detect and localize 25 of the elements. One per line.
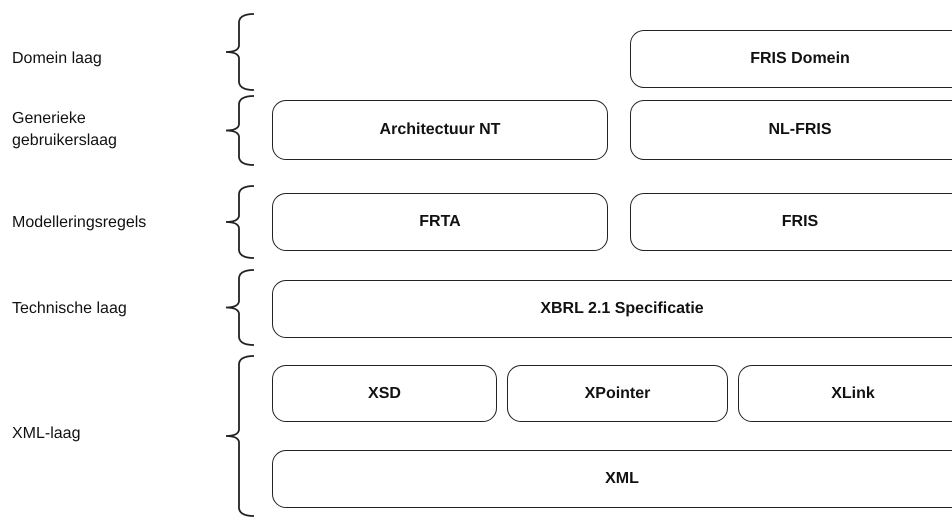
box-label: Architectuur NT (380, 121, 500, 139)
layer-box (272, 193, 608, 251)
layer-box (272, 450, 952, 508)
layer-box (272, 365, 497, 422)
box-label: XML (605, 470, 639, 488)
box-label: FRIS (782, 213, 818, 231)
layer-box (507, 365, 728, 422)
box-label: NL-FRIS (768, 121, 832, 139)
box-label: XLink (831, 384, 875, 402)
layer-label: XML-laag (12, 424, 82, 444)
box-label: XBRL 2.1 Specificatie (540, 300, 704, 318)
box-label: XSD (368, 384, 401, 402)
box-label: FRIS Domein (750, 50, 850, 68)
box-label: XPointer (584, 384, 650, 402)
box-label: FRTA (419, 213, 461, 231)
layer-box (630, 193, 952, 251)
layer-box (272, 100, 608, 160)
layer-label: Modelleringsregels (12, 213, 148, 233)
layer-label: Technische laag (12, 299, 128, 319)
layer-box (738, 365, 952, 422)
layer-box (272, 280, 952, 338)
layer-label: Generieke gebruikerslaag (12, 109, 118, 151)
layer-box (630, 30, 952, 88)
layer-box (630, 100, 952, 160)
layer-label: Domein laag (12, 49, 103, 69)
